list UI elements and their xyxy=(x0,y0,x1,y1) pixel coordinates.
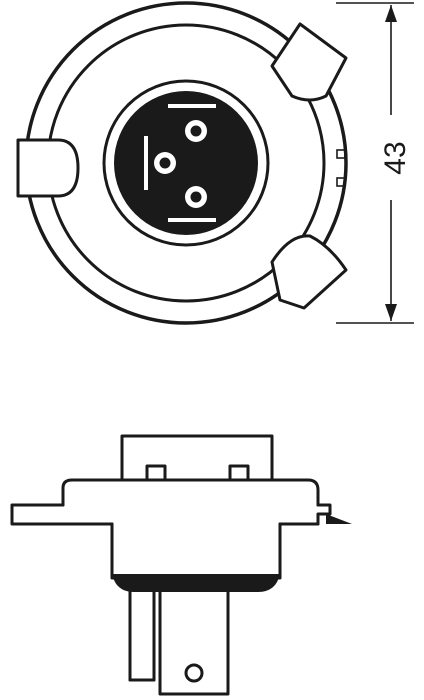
contact-pin xyxy=(185,186,207,208)
flange-body xyxy=(61,478,320,507)
side-left-tab xyxy=(10,503,114,526)
side-right-arrow-tab xyxy=(326,514,352,524)
cap-lug xyxy=(145,464,167,482)
bottom-right-mounting-tab xyxy=(270,234,348,310)
dimension-arrow-down xyxy=(385,304,397,321)
contact-pin xyxy=(154,152,176,174)
bulb-front-view xyxy=(16,1,348,325)
cap-block xyxy=(120,434,274,482)
left-mounting-tab xyxy=(16,138,80,198)
contact-pin xyxy=(185,120,207,142)
base-bottom-band xyxy=(112,574,280,592)
center-terminal xyxy=(158,590,230,696)
pin-bar-left xyxy=(144,136,148,190)
pin-bar-top xyxy=(168,104,216,108)
pin-bar-bottom xyxy=(168,218,216,222)
base-body xyxy=(110,522,282,580)
bulb-side-view xyxy=(10,434,352,696)
side-right-notch xyxy=(278,503,332,526)
top-right-mounting-tab xyxy=(270,22,348,102)
dimension-label: 43 xyxy=(379,141,412,174)
dimension-arrow-up xyxy=(385,5,397,22)
dimension-43: 43 xyxy=(336,2,414,324)
socket-disc xyxy=(114,91,258,235)
left-terminal xyxy=(128,590,156,682)
reference-mark xyxy=(336,149,346,159)
reference-mark xyxy=(336,177,346,187)
terminal-hole xyxy=(184,663,204,683)
socket-rim xyxy=(102,79,270,247)
cap-lug xyxy=(228,464,250,482)
